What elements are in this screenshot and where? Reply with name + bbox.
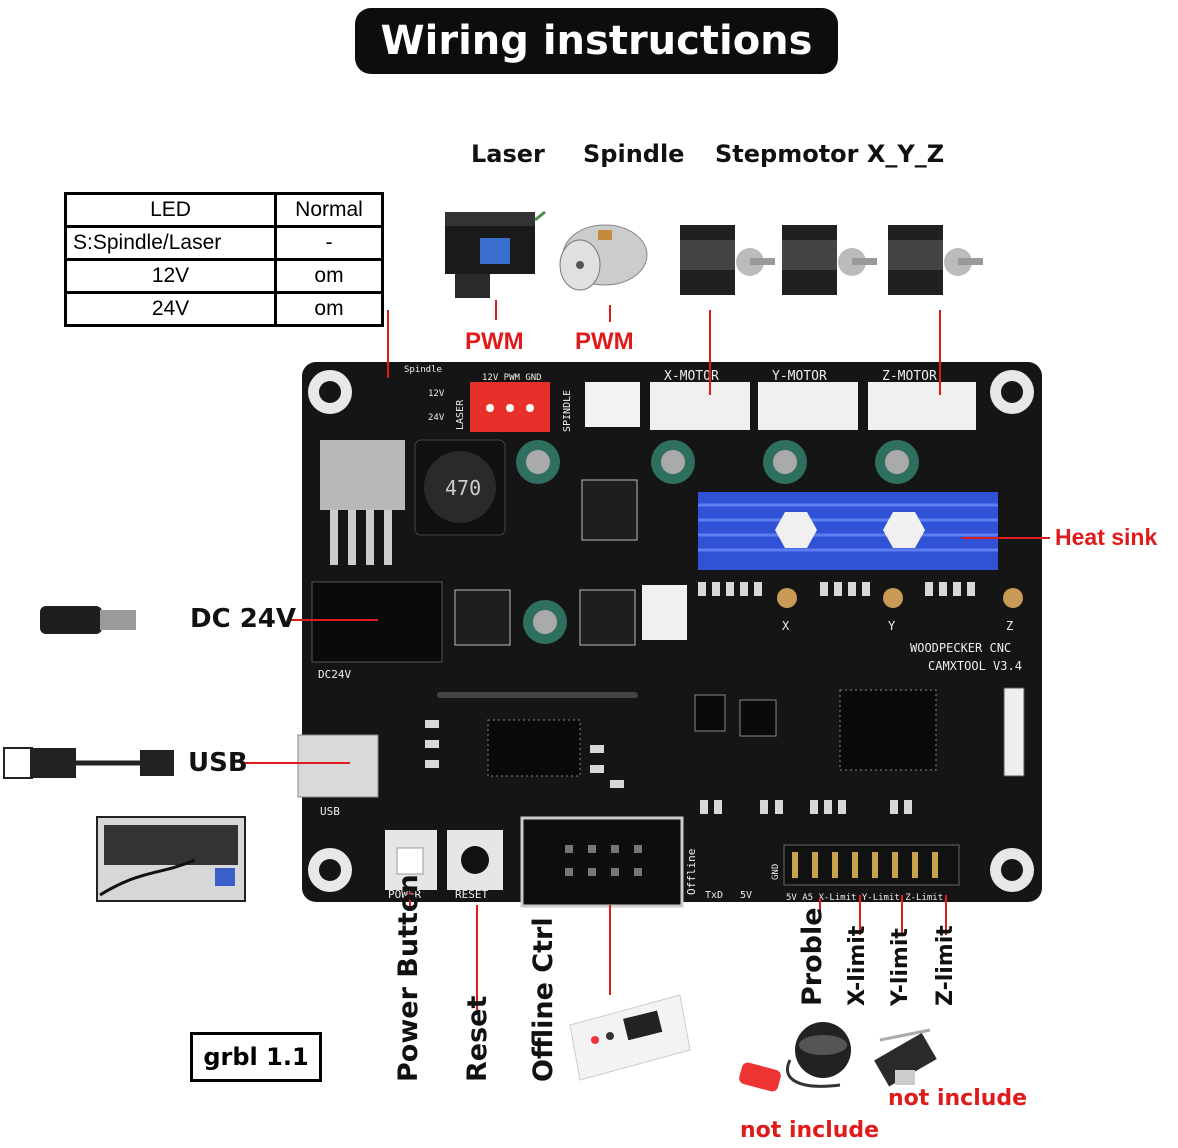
limits-silk: 5V A5 X-Limit Y-Limit Z-Limit	[786, 893, 943, 903]
inductor-silk: 470	[445, 476, 481, 500]
laser-pins-silk: 12V PWM GND	[482, 373, 542, 383]
dc-plug-icon	[40, 606, 136, 634]
z-limit-label: Z-limit	[933, 925, 958, 1006]
table-cell: om	[274, 291, 384, 327]
v24-silk: 24V	[428, 413, 445, 423]
laptop-icon	[96, 816, 246, 902]
laser-module-icon	[445, 210, 546, 298]
table-row: LED Normal	[64, 192, 384, 228]
offline-silk: Offline	[685, 849, 698, 895]
brand-silk-1: WOODPECKER CNC	[910, 641, 1011, 655]
usb-port	[297, 734, 379, 798]
spindle-led-silk: Spindle	[404, 365, 442, 375]
dc-label: DC 24V	[190, 604, 297, 634]
offline-header	[520, 816, 684, 908]
spindle-header: Spindle	[583, 140, 685, 168]
dc-silk: DC24V	[318, 668, 351, 681]
probe-icon	[739, 1022, 851, 1092]
laser-conn-silk: LASER	[455, 399, 466, 430]
ic-small	[739, 699, 777, 737]
v12-silk: 12V	[428, 389, 445, 399]
side-header	[1003, 687, 1025, 777]
normal-header-cell: Normal	[274, 192, 384, 228]
5v-silk: 5V	[740, 890, 752, 901]
power-button-label: Power Button	[393, 874, 424, 1082]
table-row: 12V om	[64, 258, 384, 294]
z-motor-silk: Z-MOTOR	[882, 369, 937, 384]
limit-switch-icon	[874, 1028, 937, 1087]
pwm-label-spindle: PWM	[575, 328, 634, 355]
spindle-motor-icon	[559, 224, 648, 291]
mosfet-1	[454, 589, 511, 646]
power-silk: POWER	[388, 888, 421, 901]
table-cell: om	[274, 258, 384, 294]
page-title: Wiring instructions	[355, 8, 838, 74]
stepper-motor-z-icon	[888, 225, 983, 295]
z-motor-connector	[868, 382, 976, 430]
stepper-motor-x-icon	[680, 225, 775, 295]
laser-header: Laser	[471, 140, 545, 168]
not-include-probe: not include	[740, 1118, 880, 1143]
led-table: LED Normal S:Spindle/Laser - 12V om 24V …	[64, 192, 384, 327]
gnd-silk: GND	[771, 864, 781, 880]
voltage-regulator	[320, 440, 405, 510]
table-cell: -	[274, 225, 384, 261]
small-connector	[642, 585, 687, 640]
dc-jack	[311, 581, 443, 663]
led-header-cell: LED	[64, 192, 277, 228]
heat-sink-label: Heat sink	[1055, 524, 1158, 550]
brand-silk-2: CAMXTOOL V3.4	[928, 659, 1022, 673]
y-motor-connector	[758, 382, 858, 430]
grbl-version-box: grbl 1.1	[190, 1032, 322, 1082]
microcontroller	[839, 689, 937, 771]
spindle-conn-silk: SPINDLE	[562, 390, 573, 432]
x-limit-label: X-limit	[845, 925, 870, 1006]
z-pot-silk: Z	[1006, 619, 1013, 633]
mosfet-3	[581, 479, 638, 541]
table-row: S:Spindle/Laser -	[64, 225, 384, 261]
probe-label: Proble	[797, 907, 828, 1006]
usb-label: USB	[188, 748, 248, 778]
x-pot-silk: X	[782, 619, 790, 633]
txd-silk: TxD	[705, 890, 723, 901]
y-limit-label: Y-limit	[888, 928, 913, 1006]
y-motor-silk: Y-MOTOR	[772, 369, 827, 384]
x-motor-silk: X-MOTOR	[664, 369, 719, 384]
reset-silk: RESET	[455, 888, 488, 901]
capacitors	[516, 440, 919, 644]
usb-chip	[487, 719, 581, 777]
x-motor-connector	[650, 382, 750, 430]
not-include-switch: not include	[888, 1086, 1028, 1111]
potentiometers	[777, 588, 1023, 608]
smd-components	[425, 582, 975, 814]
usb-silk: USB	[320, 805, 340, 818]
usb-cable-icon	[3, 747, 174, 779]
table-cell: 12V	[64, 258, 277, 294]
offline-controller-icon	[569, 994, 691, 1081]
table-cell: S:Spindle/Laser	[64, 225, 277, 261]
offline-ctrl-label: Offline Ctrl	[528, 917, 559, 1082]
mosfet-2	[579, 589, 636, 646]
pwm-label-laser: PWM	[465, 328, 524, 355]
leader-lines	[244, 300, 1050, 1010]
table-row: 24V om	[64, 291, 384, 327]
stepper-motor-y-icon	[782, 225, 877, 295]
stepmotor-header: Stepmotor X_Y_Z	[715, 140, 945, 168]
spindle-connector	[585, 382, 640, 427]
table-cell: 24V	[64, 291, 277, 327]
reset-label: Reset	[462, 995, 493, 1082]
ic-small-2	[694, 694, 726, 732]
y-pot-silk: Y	[888, 619, 896, 633]
